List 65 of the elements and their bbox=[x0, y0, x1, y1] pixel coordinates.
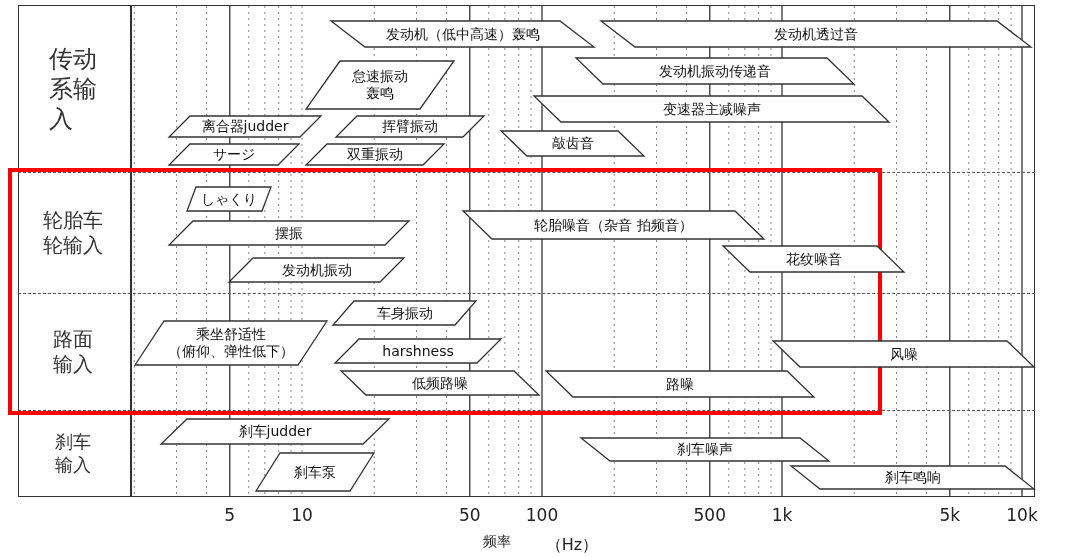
band-label: 低频路噪 bbox=[412, 374, 468, 392]
row-heading: 刹车输入 bbox=[55, 431, 93, 476]
band-label: 刹车鸣响 bbox=[884, 469, 941, 486]
tick-label: 100 bbox=[525, 505, 559, 525]
tick-label: 50 bbox=[458, 505, 481, 525]
band-label: 发动机（低中高速）轰鸣 bbox=[385, 25, 540, 43]
axis-title: 频率 bbox=[483, 533, 511, 551]
band-label: しゃくり bbox=[201, 190, 257, 208]
frequency-band bbox=[255, 452, 375, 492]
band-label: 摆振 bbox=[275, 224, 303, 242]
band-label: 发动机透过音 bbox=[774, 25, 858, 43]
frequency-band bbox=[330, 20, 595, 48]
frequency-band bbox=[600, 20, 1032, 48]
tick-label: 5k bbox=[939, 505, 961, 525]
frequency-band bbox=[545, 370, 815, 398]
band-label: 双重振动 bbox=[347, 146, 403, 163]
frequency-band bbox=[772, 340, 1035, 368]
frequency-band bbox=[580, 437, 830, 462]
frequency-band bbox=[168, 143, 300, 166]
tick-label: 10k bbox=[1006, 505, 1038, 525]
row-heading: 传动系输入 bbox=[48, 43, 100, 134]
band-label: 挥臂振动 bbox=[382, 118, 438, 135]
frequency-band bbox=[134, 320, 328, 366]
frequency-band bbox=[186, 186, 272, 212]
frequency-band bbox=[462, 210, 765, 240]
frequency-band bbox=[168, 220, 410, 246]
band-label: 车身振动 bbox=[376, 304, 433, 322]
band-label: 刹车泵 bbox=[294, 463, 336, 481]
tick-label: 5 bbox=[224, 505, 236, 525]
band-label: 乘坐舒适性 bbox=[196, 326, 266, 343]
band-label: 花纹噪音 bbox=[785, 250, 842, 268]
band-label: 发动机振动 bbox=[281, 261, 352, 279]
band-note: （俯仰、弹性低下） bbox=[168, 343, 294, 360]
row-heading: 路面输入 bbox=[53, 326, 95, 377]
frequency-band bbox=[500, 130, 645, 157]
frequency-band bbox=[168, 115, 322, 138]
band-label: 变速器主减噪声 bbox=[662, 100, 761, 118]
tick-label: 500 bbox=[693, 505, 726, 525]
band-label: 发动机振动传递音 bbox=[659, 62, 771, 80]
frequency-band bbox=[305, 143, 445, 166]
frequency-band bbox=[160, 418, 390, 445]
band-label: 刹车噪声 bbox=[677, 441, 733, 458]
band-label: 路噪 bbox=[666, 375, 694, 393]
frequency-band bbox=[228, 257, 405, 283]
band-label: 刹车judder bbox=[238, 423, 312, 440]
frequency-band bbox=[305, 60, 455, 110]
band-label: 敲齿音 bbox=[551, 135, 594, 152]
band-label: harshness bbox=[382, 342, 454, 360]
band-label: 离合器judder bbox=[201, 118, 289, 135]
frequency-band bbox=[340, 370, 540, 396]
band-label: 轮胎噪音（杂音 拍频音） bbox=[534, 216, 693, 234]
frequency-band bbox=[332, 300, 477, 326]
frequency-band bbox=[790, 465, 1035, 490]
frequency-band bbox=[334, 338, 502, 364]
frequency-band bbox=[575, 57, 855, 85]
frequency-band bbox=[533, 95, 890, 123]
band-label: 怠速振动轰鸣 bbox=[351, 68, 409, 102]
frequency-band bbox=[722, 245, 905, 273]
tick-label: 10 bbox=[291, 505, 313, 525]
row-heading: 轮胎车轮输入 bbox=[43, 207, 105, 258]
band-label: 风噪 bbox=[889, 345, 918, 363]
tick-label: 1k bbox=[771, 505, 793, 525]
axis-unit: （Hz） bbox=[545, 535, 599, 556]
frequency-band bbox=[335, 115, 485, 138]
band-label: サージ bbox=[213, 146, 255, 163]
